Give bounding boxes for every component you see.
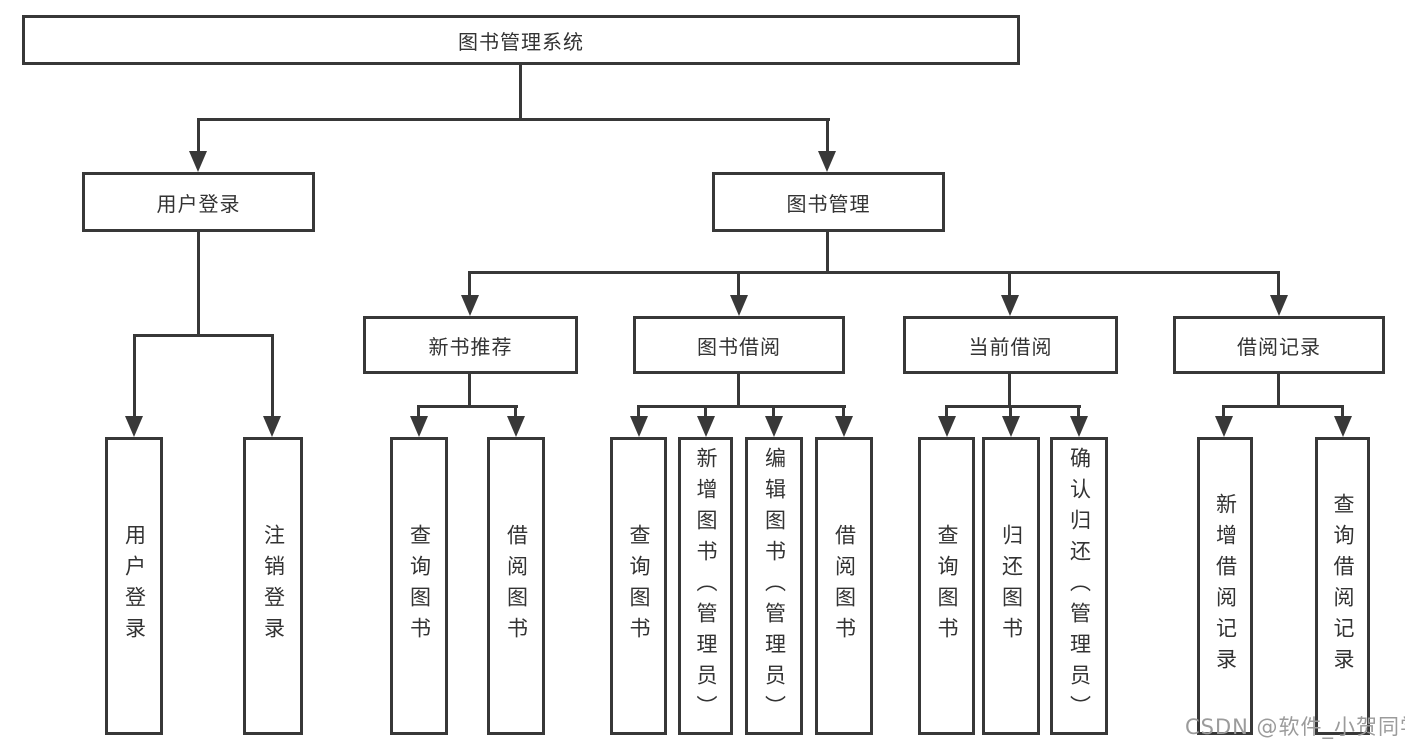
leaf-borrow-borrow-books: 借阅图书 [815, 437, 873, 735]
connector-line [417, 405, 420, 419]
node-label: 借阅记录 [1237, 334, 1321, 359]
connector-line [468, 271, 471, 298]
arrow-down-icon [1215, 416, 1233, 437]
connector-line [1077, 405, 1080, 419]
node-label: 查询图书 [935, 524, 959, 648]
leaf-borrow-add-books-admin: 新增图书（管理员） [678, 437, 733, 735]
node-label: 查询借阅记录 [1331, 493, 1355, 679]
leaf-current-query-books: 查询图书 [918, 437, 975, 735]
node-label: 用户登录 [156, 191, 241, 216]
leaf-records-add-record: 新增借阅记录 [1197, 437, 1253, 735]
connector-line [1008, 374, 1011, 408]
csdn-watermark: CSDN @软件_小贺同学 [1185, 715, 1405, 739]
connector-line [514, 405, 517, 419]
node-label: 查询图书 [407, 524, 432, 648]
node-book-borrow: 图书借阅 [633, 316, 845, 374]
arrow-down-icon [730, 295, 748, 316]
node-book-management: 图书管理 [712, 172, 945, 232]
arrow-down-icon [818, 151, 836, 172]
connector-line [737, 271, 740, 298]
connector-line [772, 405, 775, 419]
leaf-borrow-edit-books-admin: 编辑图书（管理员） [745, 437, 803, 735]
node-label: 编辑图书（管理员） [762, 446, 787, 726]
leaf-recommend-borrow-books: 借阅图书 [487, 437, 545, 735]
arrow-down-icon [461, 295, 479, 316]
arrow-down-icon [1001, 295, 1019, 316]
connector-line [197, 232, 200, 337]
leaf-current-return-books: 归还图书 [982, 437, 1040, 735]
leaf-current-confirm-return-admin: 确认归还（管理员） [1050, 437, 1108, 735]
node-new-book-recommend: 新书推荐 [363, 316, 578, 374]
node-label: 归还图书 [999, 524, 1024, 648]
arrow-down-icon [410, 416, 428, 437]
node-borrow-records: 借阅记录 [1173, 316, 1385, 374]
node-label: 注销登录 [261, 524, 286, 648]
node-label: 新增借阅记录 [1213, 493, 1238, 679]
arrow-down-icon [765, 416, 783, 437]
connector-line [1222, 405, 1344, 408]
connector-line [271, 334, 274, 418]
connector-line [519, 65, 522, 120]
node-root-system: 图书管理系统 [22, 15, 1020, 65]
node-label: 借阅图书 [504, 524, 529, 648]
arrow-down-icon [697, 416, 715, 437]
connector-line [945, 405, 948, 419]
node-user-login: 用户登录 [82, 172, 315, 232]
node-label: 新增图书（管理员） [694, 446, 718, 726]
connector-line [1009, 405, 1012, 419]
arrow-down-icon [189, 151, 207, 172]
connector-line [1277, 374, 1280, 408]
node-label: 图书借阅 [697, 334, 781, 359]
connector-line [637, 405, 640, 419]
leaf-user-login: 用户登录 [105, 437, 163, 735]
leaf-records-query-record: 查询借阅记录 [1315, 437, 1370, 735]
connector-line [1222, 405, 1225, 419]
arrow-down-icon [1270, 295, 1288, 316]
connector-line [197, 118, 200, 154]
connector-line [826, 232, 829, 274]
node-label: 确认归还（管理员） [1067, 446, 1092, 726]
arrow-down-icon [835, 416, 853, 437]
connector-line [1341, 405, 1344, 419]
leaf-recommend-query-books: 查询图书 [390, 437, 448, 735]
connector-line [945, 405, 1081, 408]
connector-line [1008, 271, 1011, 298]
leaf-borrow-query-books: 查询图书 [610, 437, 667, 735]
connector-line [842, 405, 845, 419]
node-label: 图书管理 [786, 191, 871, 216]
connector-line [133, 334, 136, 418]
node-label: 新书推荐 [428, 334, 513, 359]
arrow-down-icon [1070, 416, 1088, 437]
arrow-down-icon [263, 416, 281, 437]
arrow-down-icon [125, 416, 143, 437]
arrow-down-icon [507, 416, 525, 437]
node-label: 用户登录 [122, 524, 147, 648]
connector-line [704, 405, 707, 419]
connector-line [468, 271, 1280, 274]
node-label: 当前借阅 [968, 334, 1053, 359]
connector-line [637, 405, 846, 408]
node-label: 查询图书 [627, 524, 651, 648]
connector-line [468, 374, 471, 408]
node-current-borrow: 当前借阅 [903, 316, 1118, 374]
arrow-down-icon [1002, 416, 1020, 437]
node-label: 图书管理系统 [458, 29, 584, 54]
connector-line [417, 405, 518, 408]
connector-line [197, 118, 830, 121]
arrow-down-icon [630, 416, 648, 437]
connector-line [133, 334, 274, 337]
arrow-down-icon [1334, 416, 1352, 437]
connector-line [1277, 271, 1280, 298]
arrow-down-icon [938, 416, 956, 437]
node-label: 借阅图书 [832, 524, 857, 648]
leaf-logout: 注销登录 [243, 437, 303, 735]
connector-line [737, 374, 740, 408]
connector-line [826, 118, 829, 154]
